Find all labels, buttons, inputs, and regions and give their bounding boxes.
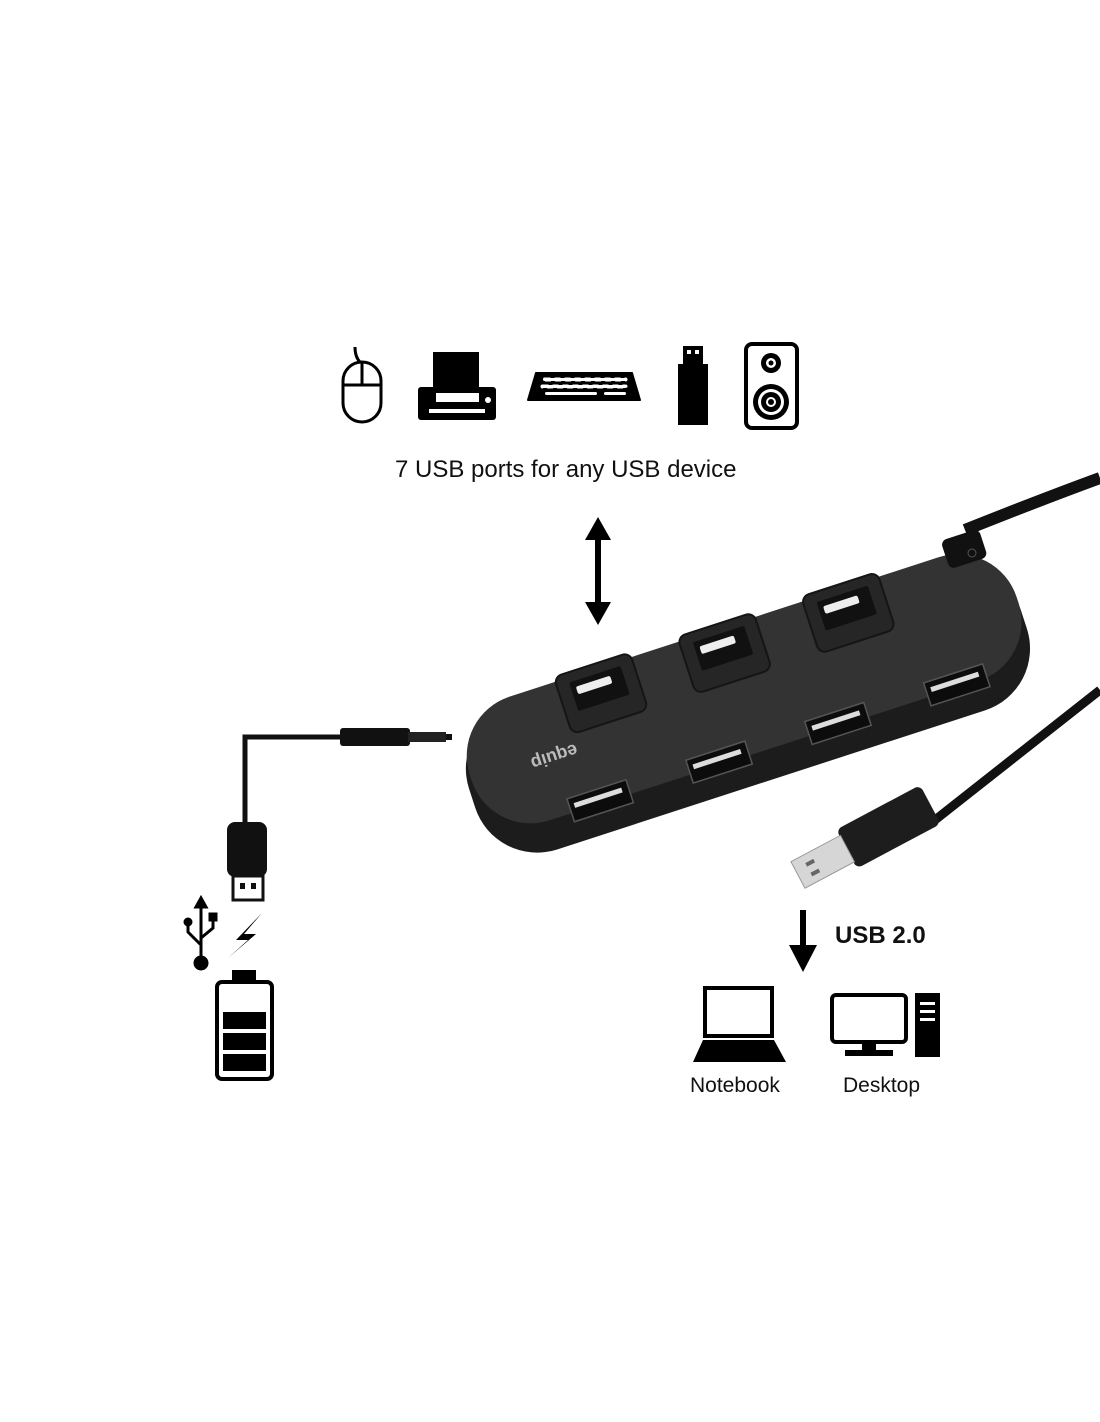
mouse-icon (341, 346, 383, 424)
hub-cable-lower (932, 686, 1100, 824)
battery-icon (215, 970, 274, 1081)
notebook-icon (693, 986, 786, 1062)
desktop-icon (830, 993, 940, 1057)
usb-stick-icon (678, 346, 708, 425)
power-cable (227, 728, 452, 902)
usb-symbol-icon (183, 894, 218, 971)
notebook-label: Notebook (690, 1074, 780, 1097)
host-usb-plug (790, 787, 939, 889)
usb-version-label: USB 2.0 (835, 922, 926, 949)
bidirectional-arrow-icon (585, 517, 611, 625)
speaker-icon (744, 342, 799, 430)
lightning-icon (228, 913, 262, 958)
desktop-label: Desktop (843, 1074, 921, 1097)
ports-caption: 7 USB ports for any USB device (395, 456, 737, 483)
led-indicator (967, 548, 977, 558)
down-arrow-icon (789, 910, 817, 972)
usb-hub: equip (465, 530, 1031, 853)
hub-cable-upper (962, 472, 1100, 536)
keyboard-icon (527, 372, 641, 401)
printer-icon (418, 352, 496, 420)
